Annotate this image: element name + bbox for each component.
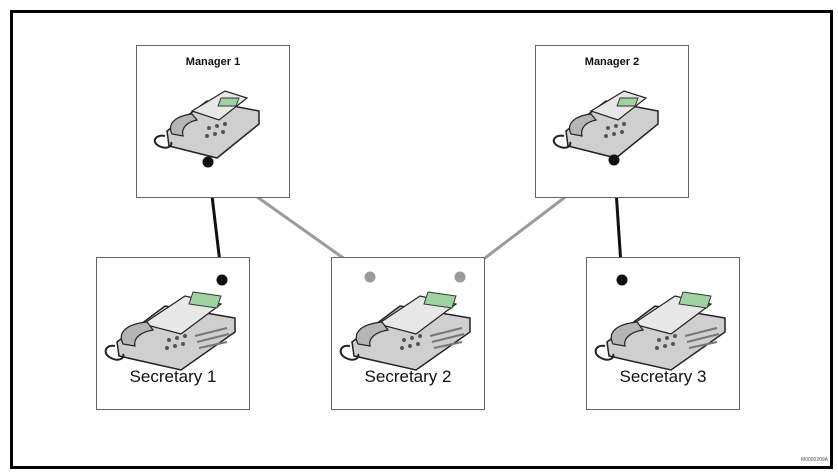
secretary-1-label: Secretary 1 xyxy=(129,367,217,386)
desk-phone-icon xyxy=(594,291,726,371)
manager-2-box: Manager 2 xyxy=(535,45,689,198)
secretary-3-label: Secretary 3 xyxy=(619,367,707,386)
endpoint-manager-1 xyxy=(202,156,214,168)
secretary-2-box: Secretary 2 xyxy=(331,257,485,410)
manager-1-label: Manager 1 xyxy=(185,56,241,68)
endpoint-secretary-2-left xyxy=(364,271,376,283)
secretary-3-box: Secretary 3 xyxy=(586,257,740,410)
desk-phone-icon xyxy=(339,291,471,371)
desk-phone-icon xyxy=(552,90,659,159)
endpoint-secretary-2-right xyxy=(454,271,466,283)
desk-phone-icon xyxy=(153,90,260,159)
endpoint-manager-2 xyxy=(608,154,620,166)
manager-2-label: Manager 2 xyxy=(584,56,640,68)
manager-1-box: Manager 1 xyxy=(136,45,290,198)
desk-phone-icon xyxy=(104,291,236,371)
figure-code: M0000209A xyxy=(801,457,828,463)
secretary-2-label: Secretary 2 xyxy=(364,367,452,386)
endpoint-secretary-3 xyxy=(616,274,628,286)
endpoint-secretary-1 xyxy=(216,274,228,286)
